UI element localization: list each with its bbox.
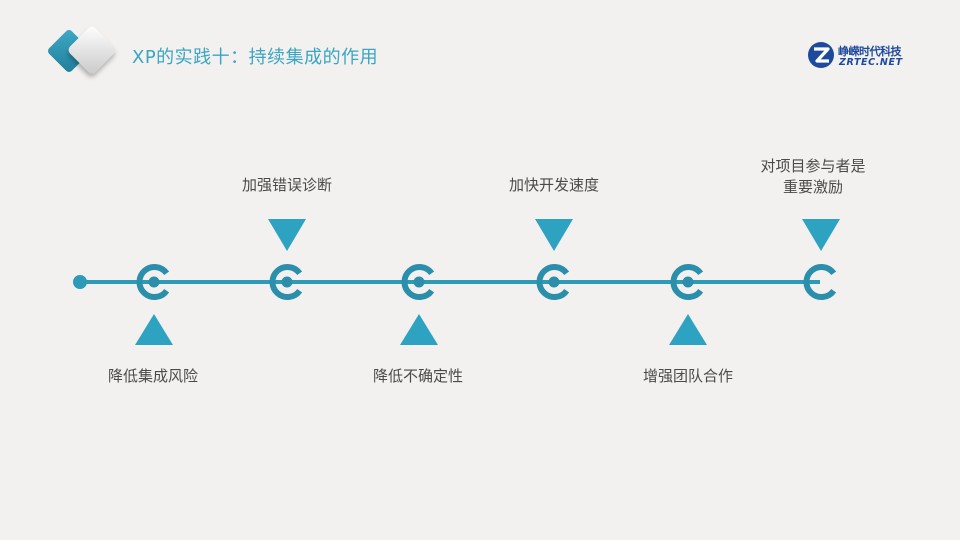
timeline-node xyxy=(536,264,570,300)
timeline-node xyxy=(136,264,170,300)
brand-z-icon xyxy=(808,42,834,68)
label-dev-speed: 加快开发速度 xyxy=(508,176,599,194)
triangle-down-icon xyxy=(535,219,573,251)
timeline-node xyxy=(269,264,303,300)
triangle-up-icon xyxy=(400,314,438,345)
label-motivation-line1: 对项目参与者是 xyxy=(760,157,866,175)
timeline-start-dot xyxy=(73,275,87,289)
label-uncertainty: 降低不确定性 xyxy=(372,367,463,385)
label-error-diagnosis: 加强错误诊断 xyxy=(241,176,332,194)
label-teamwork: 增强团队合作 xyxy=(642,367,733,385)
triangle-down-icon xyxy=(802,219,840,251)
timeline-node xyxy=(803,264,837,300)
brand-name-en: ZRTEC.NET xyxy=(839,57,903,68)
page-title: XP的实践十：持续集成的作用 xyxy=(132,47,379,68)
header-diamond-icon xyxy=(48,26,116,74)
triangle-up-icon xyxy=(669,314,707,345)
timeline-node xyxy=(670,264,704,300)
label-integration-risk: 降低集成风险 xyxy=(107,367,198,385)
timeline-node xyxy=(401,264,435,300)
label-motivation-line2: 重要激励 xyxy=(782,178,843,196)
brand-logo: 峥嵘时代科技 ZRTEC.NET xyxy=(806,40,916,72)
triangle-down-icon xyxy=(268,219,306,251)
brand-name-cn: 峥嵘时代科技 xyxy=(838,45,902,58)
triangle-up-icon xyxy=(135,314,173,345)
